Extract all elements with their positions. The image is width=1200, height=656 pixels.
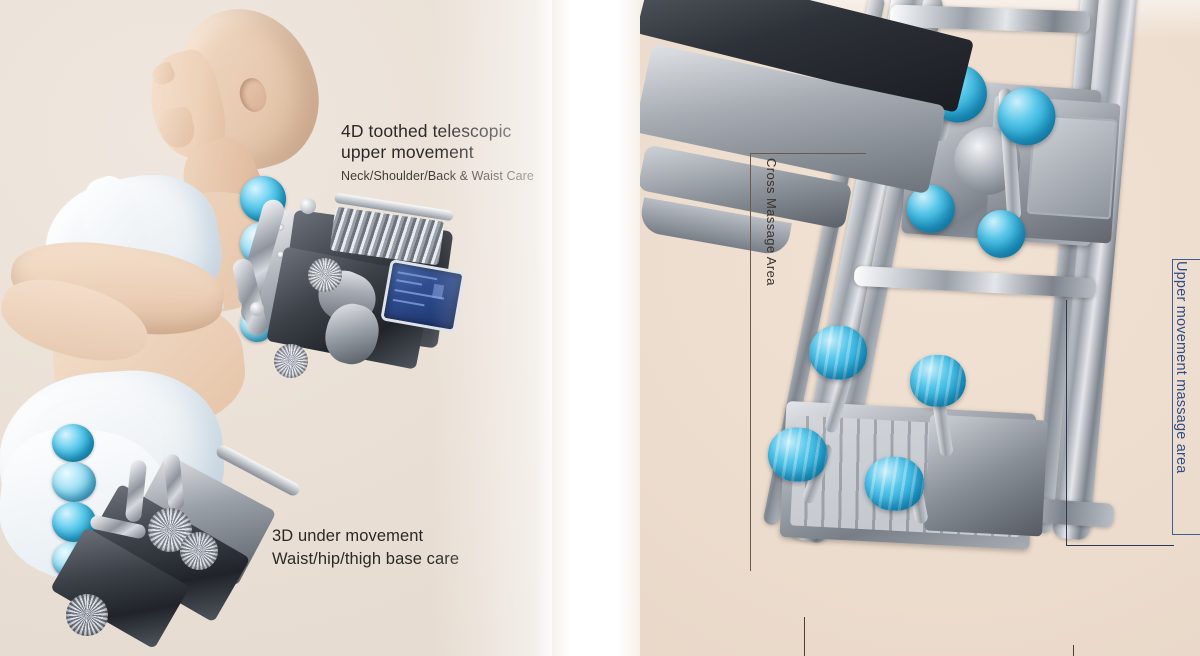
bottom-leader-line-left <box>804 617 805 656</box>
module-gear-2 <box>274 344 308 378</box>
caption-upper-movement: 4D toothed telescopic upper movement Nec… <box>341 121 552 185</box>
cross-massage-area-label: Cross Massage Area <box>764 158 779 286</box>
bottom-leader-line-right <box>1073 645 1074 656</box>
upper-movement-massage-area-label: Upper movement massage area <box>1173 261 1189 474</box>
ribbed-roller <box>908 353 968 409</box>
lower-3d-massage-module <box>50 424 302 650</box>
roller-hub <box>250 302 264 316</box>
caption-upper-subtitle: Neck/Shoulder/Back & Waist Care <box>341 169 534 183</box>
caption-upper-line1: 4D toothed telescopic <box>341 121 512 141</box>
caption-upper-line2: upper movement <box>341 142 474 162</box>
right-panel-chair-frame <box>640 0 1200 656</box>
module-gear-1 <box>308 258 342 292</box>
panel-divider <box>552 0 640 656</box>
caption-under-movement: 3D under movement Waist/hip/thigh base c… <box>272 525 507 571</box>
massage-roller <box>52 424 94 462</box>
upper-movement-area-bracket <box>1172 259 1200 535</box>
caption-lower-line1: 3D under movement <box>272 527 424 545</box>
module-circuit-board <box>383 262 463 330</box>
cross-massage-area-bracket <box>750 153 866 571</box>
module-gear-3 <box>66 594 108 636</box>
upper-4d-massage-module <box>230 176 468 398</box>
massage-roller <box>52 462 96 502</box>
roller-hub <box>300 198 316 214</box>
upper-movement-leader-line <box>1066 300 1174 546</box>
module-gear-2 <box>180 532 218 570</box>
left-panel-massage-mechanism: 4D toothed telescopic upper movement Nec… <box>0 0 552 656</box>
caption-lower-line2: Waist/hip/thigh base care <box>272 550 460 568</box>
